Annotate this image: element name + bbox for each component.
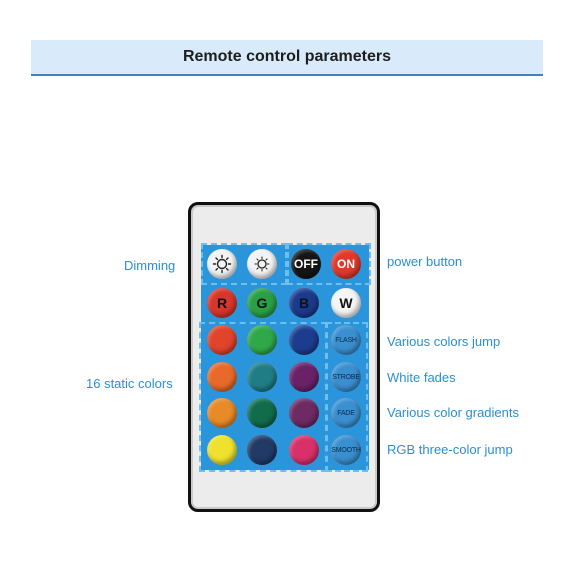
smooth-button[interactable]: SMOOTH bbox=[331, 435, 361, 465]
color-button-r2c1[interactable] bbox=[207, 362, 237, 392]
brightness-down-icon bbox=[254, 256, 270, 272]
color-button-r3c1[interactable] bbox=[207, 398, 237, 428]
green-button-label: G bbox=[256, 295, 268, 311]
color-button-r4c1[interactable] bbox=[207, 435, 237, 465]
smooth-label: RGB three-color jump bbox=[387, 442, 513, 457]
color-button-r2c2[interactable] bbox=[247, 362, 277, 392]
color-button-r1c2[interactable] bbox=[247, 325, 277, 355]
flash-button[interactable]: FLASH bbox=[331, 325, 361, 355]
green-button[interactable]: G bbox=[247, 288, 277, 318]
color-button-r3c3[interactable] bbox=[289, 398, 319, 428]
page-title: Remote control parameters bbox=[182, 48, 392, 65]
on-button-label: ON bbox=[337, 257, 355, 271]
red-button-label: R bbox=[216, 295, 228, 311]
red-button[interactable]: R bbox=[207, 288, 237, 318]
dimming-label: Dimming bbox=[124, 258, 176, 273]
color-button-r1c1[interactable] bbox=[207, 325, 237, 355]
on-button[interactable]: ON bbox=[331, 249, 361, 279]
color-button-r4c2[interactable] bbox=[247, 435, 277, 465]
fade-button[interactable]: FADE bbox=[331, 398, 361, 428]
flash-label: Various colors jump bbox=[387, 334, 501, 349]
fade-button-label: FADE bbox=[337, 409, 355, 417]
off-button-label: OFF bbox=[294, 257, 318, 271]
brightness-down-button[interactable] bbox=[247, 249, 277, 279]
color-button-r3c2[interactable] bbox=[247, 398, 277, 428]
white-button-label: W bbox=[339, 295, 353, 311]
power-button-label: power button bbox=[387, 254, 463, 269]
white-button[interactable]: W bbox=[331, 288, 361, 318]
dimming-outline bbox=[201, 243, 287, 285]
blue-button[interactable]: B bbox=[289, 288, 319, 318]
title-banner: Remote control parameters bbox=[31, 40, 543, 76]
color-button-r4c3[interactable] bbox=[289, 435, 319, 465]
fade-label: Various color gradients bbox=[387, 405, 519, 420]
strobe-button[interactable]: STROBE bbox=[331, 362, 361, 392]
brightness-up-icon bbox=[212, 254, 232, 274]
strobe-label: White fades bbox=[387, 370, 456, 385]
brightness-up-button[interactable] bbox=[207, 249, 237, 279]
strobe-button-label: STROBE bbox=[332, 373, 360, 381]
remote-control: OFF ON R G B W FLASH STROBE FADE SMOOTH bbox=[188, 202, 380, 512]
static-colors-label: 16 static colors bbox=[86, 376, 173, 391]
smooth-button-label: SMOOTH bbox=[331, 446, 361, 454]
color-button-r2c3[interactable] bbox=[289, 362, 319, 392]
off-button[interactable]: OFF bbox=[291, 249, 321, 279]
modes-outline bbox=[326, 322, 368, 472]
flash-button-label: FLASH bbox=[335, 336, 357, 344]
blue-button-label: B bbox=[298, 295, 310, 311]
power-outline bbox=[287, 243, 371, 285]
color-button-r1c3[interactable] bbox=[289, 325, 319, 355]
